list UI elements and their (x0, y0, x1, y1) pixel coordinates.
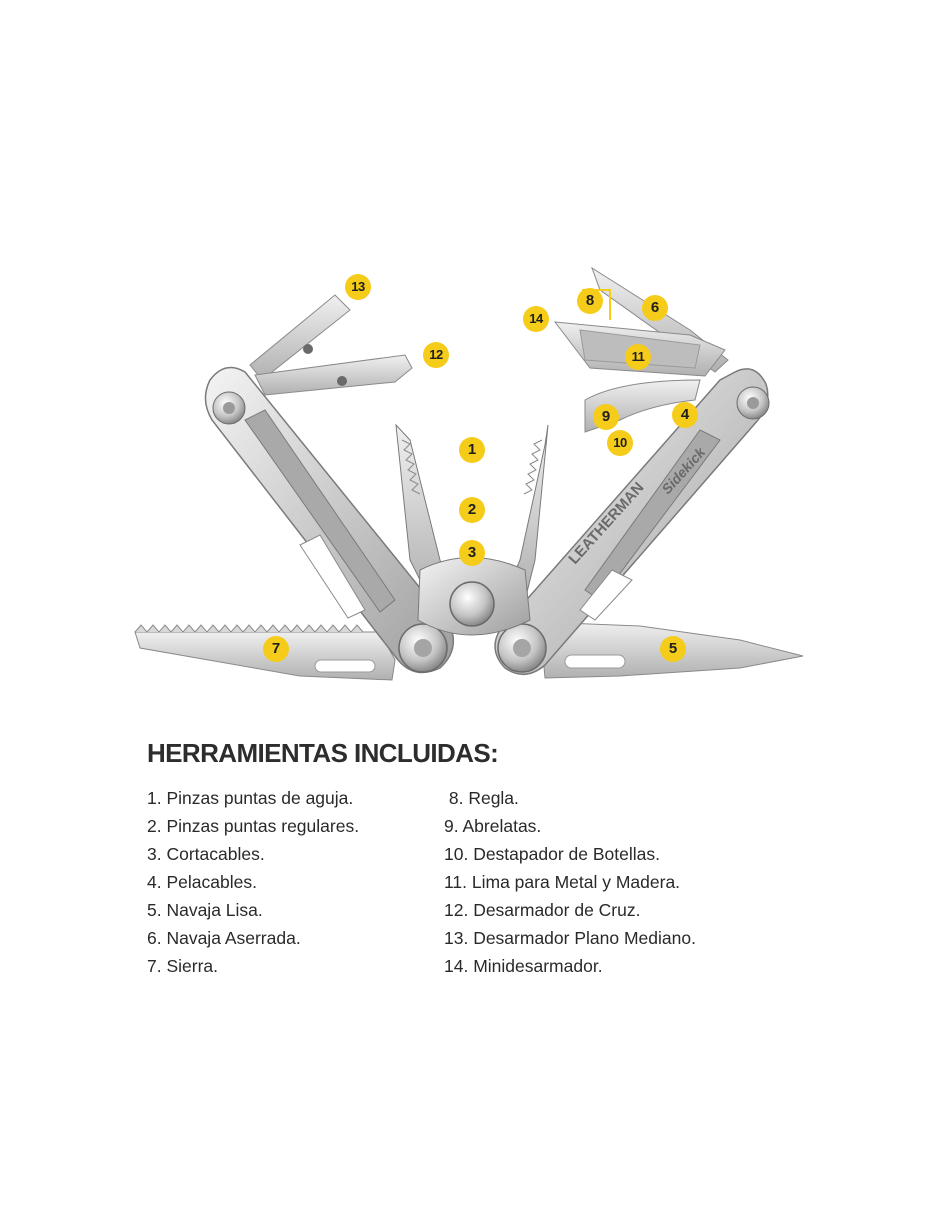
left-handle (204, 366, 455, 674)
callout-5: 5 (660, 636, 686, 662)
callout-1: 1 (459, 437, 485, 463)
list-item: 6. Navaja Aserrada. (147, 928, 301, 948)
list-item: 5. Navaja Lisa. (147, 900, 263, 920)
list-item: 12. Desarmador de Cruz. (444, 900, 641, 920)
callout-7: 7 (263, 636, 289, 662)
list-item: 14. Minidesarmador. (444, 956, 603, 976)
callout-4: 4 (672, 402, 698, 428)
callout-11: 11 (625, 344, 651, 370)
pliers-head (395, 423, 549, 636)
right-handle: LEATHERMAN Sidekick (494, 368, 770, 675)
list-item: 2. Pinzas puntas regulares. (147, 816, 360, 836)
list-item: 4. Pelacables. (147, 872, 257, 892)
screwdriver-blades (249, 294, 413, 396)
callout-13: 13 (345, 274, 371, 300)
list-item: 8. Regla. (444, 788, 519, 808)
list-item: 1. Pinzas puntas de aguja. (147, 788, 354, 808)
tool-list-right: 8. Regla. 9. Abrelatas. 10. Destapador d… (444, 784, 696, 980)
list-item: 11. Lima para Metal y Madera. (444, 872, 681, 892)
list-item: 7. Sierra. (147, 956, 218, 976)
list-item: 3. Cortacables. (147, 844, 265, 864)
section-title: HERRAMIENTAS INCLUIDAS: (147, 738, 499, 768)
callout-3: 3 (459, 540, 485, 566)
list-item: 9. Abrelatas. (444, 816, 542, 836)
list-item: 13. Desarmador Plano Mediano. (444, 928, 696, 948)
multitool-illustration: LEATHERMAN Sidekick (134, 266, 804, 681)
multitool-diagram: LEATHERMAN Sidekick (134, 266, 804, 681)
callout-14: 14 (523, 306, 549, 332)
tool-list-left: 1. Pinzas puntas de aguja. 2. Pinzas pun… (147, 784, 359, 980)
callout-6: 6 (642, 295, 668, 321)
list-item: 10. Destapador de Botellas. (444, 844, 660, 864)
callout-8: 8 (577, 288, 603, 314)
callout-10: 10 (607, 430, 633, 456)
callout-2: 2 (459, 497, 485, 523)
callout-9: 9 (593, 404, 619, 430)
callout-12: 12 (423, 342, 449, 368)
